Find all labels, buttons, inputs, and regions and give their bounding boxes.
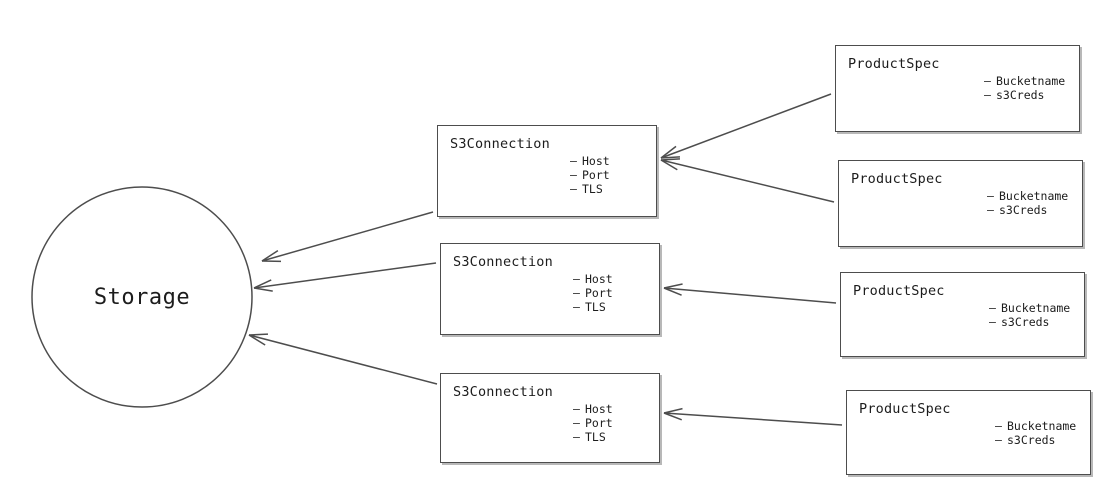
s3-connection-attribute-label: Host [585,402,613,416]
s3-connection-attribute: –TLS [573,430,613,444]
s3-connection-box[interactable]: S3Connection–Host–Port–TLS [437,125,657,217]
s3-connection-attribute-list: –Host–Port–TLS [570,154,610,196]
product-spec-box[interactable]: ProductSpec –Bucketname–s3Creds [846,390,1091,475]
product-spec-attribute: –Bucketname [989,301,1070,315]
storage-label: Storage [93,284,191,310]
bullet-dash-icon: – [989,315,996,329]
product-spec-title: ProductSpec [853,283,945,299]
s3-connection-title: S3Connection [453,254,553,270]
bullet-dash-icon: – [995,419,1002,433]
product-spec-title: ProductSpec [848,56,940,72]
arrow-spec4-to-conn3 [663,407,843,426]
product-spec-attribute-label: s3Creds [996,88,1045,102]
bullet-dash-icon: – [573,286,580,300]
s3-connection-attribute: –TLS [573,300,613,314]
s3-connection-box[interactable]: S3Connection–Host–Port–TLS [440,373,660,463]
bullet-dash-icon: – [987,203,994,217]
s3-connection-attribute: –TLS [570,182,610,196]
bullet-dash-icon: – [570,182,577,196]
product-spec-attribute-label: Bucketname [999,189,1069,203]
s3-connection-attribute-list: –Host–Port–TLS [573,402,613,444]
s3-connection-attribute: –Port [573,286,613,300]
product-spec-attribute-label: Bucketname [1001,301,1071,315]
s3-connection-attribute-label: TLS [585,430,606,444]
s3-connection-attribute-label: TLS [585,300,606,314]
bullet-dash-icon: – [570,168,577,182]
product-spec-attribute: –s3Creds [987,203,1068,217]
bullet-dash-icon: – [987,189,994,203]
product-spec-title: ProductSpec [851,171,943,187]
s3-connection-attribute: –Host [573,272,613,286]
bullet-dash-icon: – [573,402,580,416]
product-spec-attribute: –Bucketname [984,74,1065,88]
s3-connection-title: S3Connection [450,136,550,152]
product-spec-attribute-list: –Bucketname–s3Creds [989,301,1070,329]
product-spec-attribute: –s3Creds [984,88,1065,102]
product-spec-attribute-label: s3Creds [999,203,1048,217]
s3-connection-attribute: –Host [570,154,610,168]
s3-connection-attribute: –Host [573,402,613,416]
arrow-conn3-to-storage [248,333,438,385]
product-spec-attribute: –Bucketname [987,189,1068,203]
s3-connection-attribute-label: Port [582,168,610,182]
product-spec-attribute-list: –Bucketname–s3Creds [987,189,1068,217]
bullet-dash-icon: – [984,74,991,88]
bullet-dash-icon: – [573,272,580,286]
s3-connection-attribute-label: TLS [582,182,603,196]
s3-connection-title: S3Connection [453,384,553,400]
bullet-dash-icon: – [570,154,577,168]
product-spec-box[interactable]: ProductSpec –Bucketname–s3Creds [835,45,1080,132]
s3-connection-attribute: –Port [570,168,610,182]
product-spec-attribute: –s3Creds [989,315,1070,329]
s3-connection-attribute-label: Port [585,286,613,300]
s3-connection-attribute: –Port [573,416,613,430]
product-spec-attribute-label: s3Creds [1001,315,1050,329]
arrow-spec1-to-conn1 [660,93,832,159]
product-spec-attribute-list: –Bucketname–s3Creds [984,74,1065,102]
bullet-dash-icon: – [573,416,580,430]
product-spec-box[interactable]: ProductSpec –Bucketname–s3Creds [840,272,1085,357]
product-spec-attribute: –Bucketname [995,419,1076,433]
arrow-spec2-to-conn1 [660,158,835,203]
product-spec-attribute: –s3Creds [995,433,1076,447]
bullet-dash-icon: – [995,433,1002,447]
bullet-dash-icon: – [989,301,996,315]
bullet-dash-icon: – [984,88,991,102]
product-spec-title: ProductSpec [859,401,951,417]
arrow-conn2-to-storage [253,262,437,292]
product-spec-attribute-list: –Bucketname–s3Creds [995,419,1076,447]
s3-connection-attribute-label: Port [585,416,613,430]
arrow-spec3-to-conn2 [663,283,837,304]
bullet-dash-icon: – [573,300,580,314]
product-spec-box[interactable]: ProductSpec –Bucketname–s3Creds [838,160,1083,247]
product-spec-attribute-label: s3Creds [1007,433,1056,447]
s3-connection-attribute-label: Host [582,154,610,168]
bullet-dash-icon: – [573,430,580,444]
storage-node[interactable]: Storage [32,187,252,407]
product-spec-attribute-label: Bucketname [1007,419,1077,433]
s3-connection-box[interactable]: S3Connection–Host–Port–TLS [440,243,660,335]
product-spec-attribute-label: Bucketname [996,74,1066,88]
s3-connection-attribute-list: –Host–Port–TLS [573,272,613,314]
arrow-conn1-to-storage [261,211,434,263]
s3-connection-attribute-label: Host [585,272,613,286]
